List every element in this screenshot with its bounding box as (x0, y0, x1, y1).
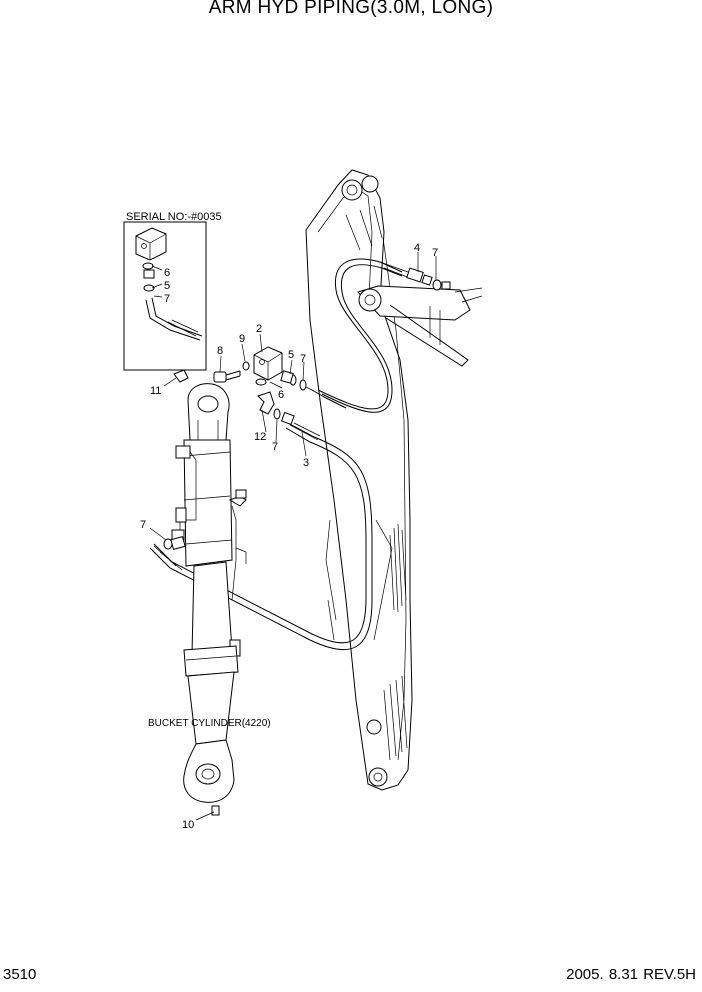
callout-7-c: 7 (432, 247, 438, 259)
callout-7-d: 7 (140, 519, 146, 531)
fitting-group (173, 346, 307, 426)
page-number: 3510 (3, 966, 37, 983)
callout-12: 12 (254, 431, 266, 443)
inset-callout-6: 6 (164, 267, 170, 279)
diagram-title: ARM HYD PIPING(3.0M, LONG) (208, 0, 494, 18)
hydraulic-piping (149, 258, 451, 650)
leader-lines (149, 252, 437, 821)
callouts: 2 9 8 11 5 7 6 12 7 3 4 7 7 10 BUCKET CY… (140, 242, 438, 831)
callout-8: 8 (217, 345, 223, 357)
callout-11: 11 (150, 385, 161, 397)
revision-date: 2005. 8.31 REV.5H (566, 966, 696, 983)
serial-note: SERIAL NO:-#0035 (126, 211, 222, 223)
callout-7-a: 7 (300, 353, 306, 365)
serial-inset: SERIAL NO:-#0035 6 5 7 (123, 211, 222, 371)
callout-6: 6 (278, 389, 284, 401)
arm-structure (305, 169, 483, 791)
callout-10: 10 (182, 819, 194, 831)
callout-9: 9 (239, 333, 245, 345)
bucket-cylinder-label: BUCKET CYLINDER(4220) (148, 718, 271, 729)
callout-4: 4 (414, 242, 420, 254)
bucket-cylinder (163, 383, 247, 816)
callout-5: 5 (288, 349, 294, 361)
callout-2: 2 (256, 323, 262, 335)
inset-callout-7: 7 (164, 293, 170, 305)
callout-7-b: 7 (272, 441, 278, 453)
inset-callout-5: 5 (164, 280, 170, 292)
callout-3: 3 (303, 457, 309, 469)
